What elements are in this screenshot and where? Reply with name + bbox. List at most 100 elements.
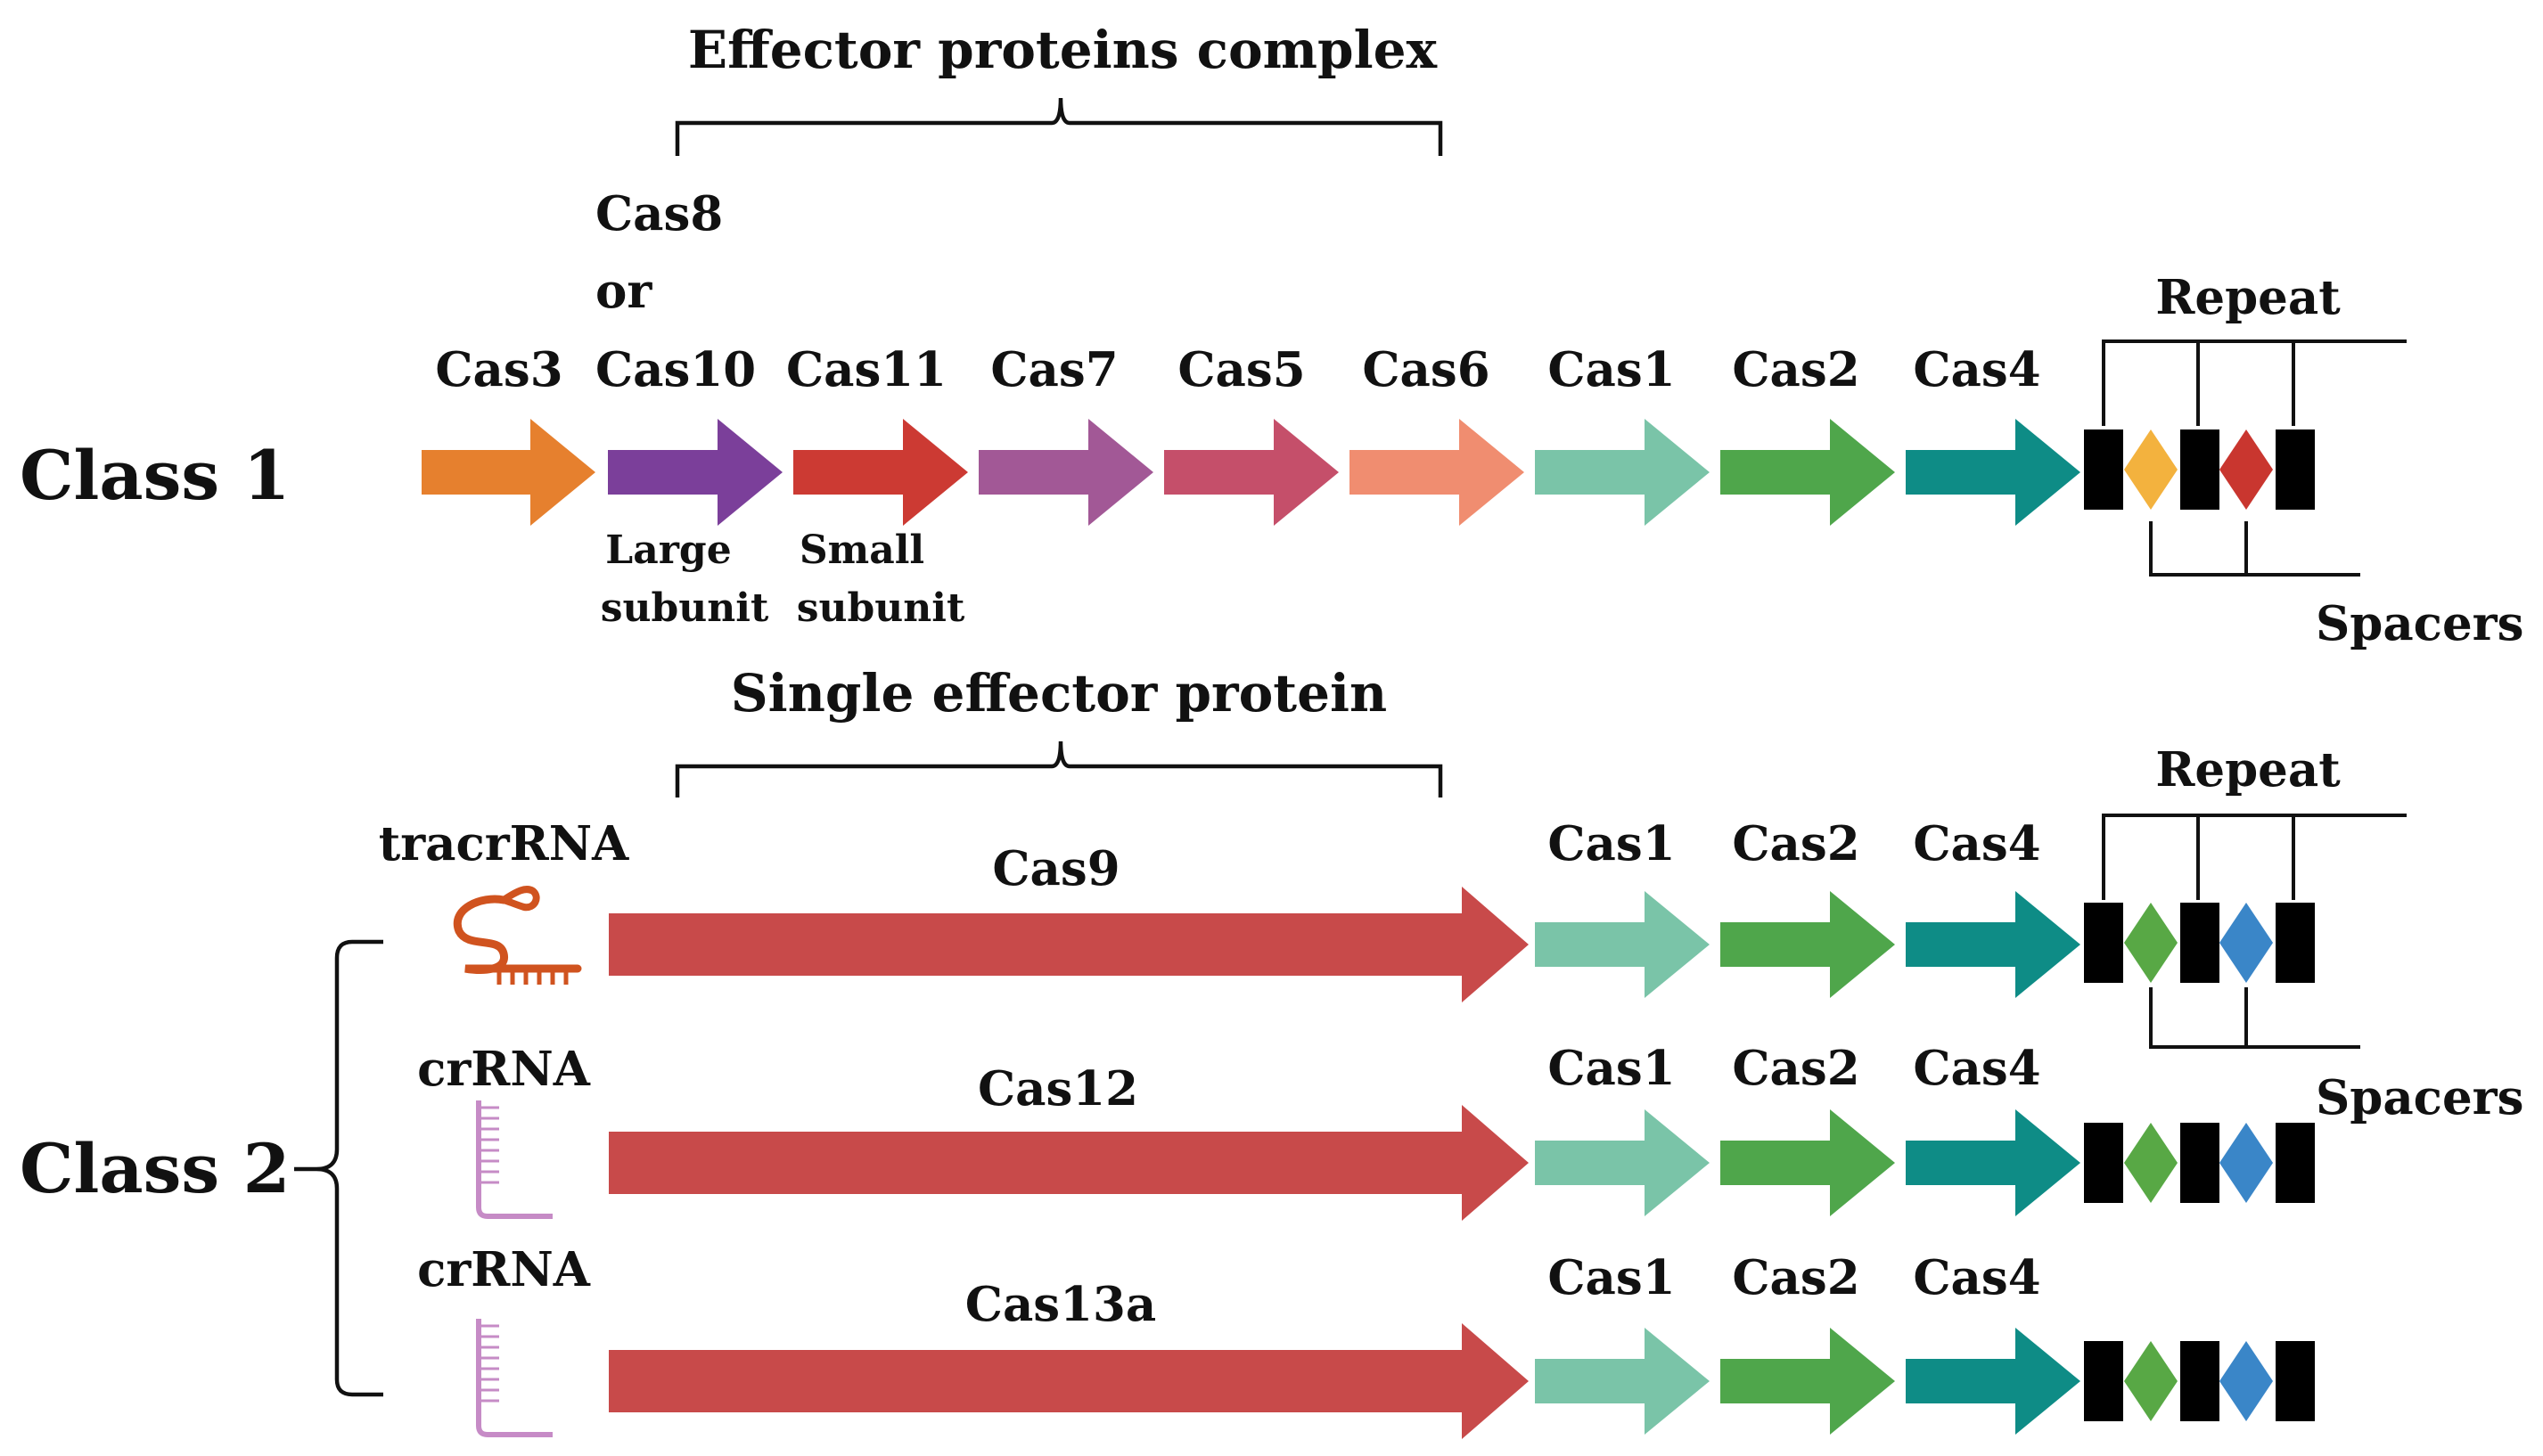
class2-repeat-label: Repeat xyxy=(2155,742,2341,798)
repeat-block xyxy=(2084,1341,2123,1421)
cas1-label: Cas1 xyxy=(1547,1041,1675,1096)
cas9-label: Cas9 xyxy=(992,841,1120,896)
cas4-arrow xyxy=(1906,891,2080,998)
cas2-arrow xyxy=(1720,1109,1895,1216)
cas1-arrow xyxy=(1535,1109,1710,1216)
repeat-block xyxy=(2276,903,2315,983)
class1-crispr-array: Repeat Spacers xyxy=(2084,270,2523,651)
class2-effector-bracket xyxy=(675,740,1443,798)
repeat-block xyxy=(2084,429,2123,510)
cas2-arrow xyxy=(1720,891,1895,998)
repeat-block xyxy=(2180,429,2219,510)
large-subunit-label-line2: subunit xyxy=(601,585,769,631)
cas12-arrow xyxy=(609,1105,1529,1221)
cas1-label: Cas1 xyxy=(1547,816,1675,871)
class1-or-label: or xyxy=(595,264,652,319)
class2-section: Class 2 Single effector protein tracrRNA… xyxy=(20,663,2523,1439)
class1-gene-arrows xyxy=(422,419,2080,526)
class1-cas3-label: Cas3 xyxy=(435,342,562,397)
crrna-label: crRNA xyxy=(417,1042,591,1097)
class1-effector-bracket xyxy=(675,97,1443,156)
class1-spacers-label: Spacers xyxy=(2316,596,2523,651)
repeat-block xyxy=(2180,903,2219,983)
class2-crispr-array-row3 xyxy=(2084,1341,2315,1421)
small-subunit-label-line2: subunit xyxy=(797,585,965,631)
crrna-strand xyxy=(476,1100,553,1219)
tracrrna-label: tracrRNA xyxy=(379,816,629,871)
cas13a-arrow xyxy=(609,1323,1529,1439)
tracrrna-loop xyxy=(501,886,540,912)
spacer-diamond-green xyxy=(2124,1123,2178,1203)
crrna-teeth xyxy=(479,1324,499,1403)
cas4-arrow xyxy=(1906,419,2080,526)
class2-row-cas12: crRNA Cas12 Cas1 Cas2 Cas4 xyxy=(417,1041,2080,1221)
class2-row-cas13a: crRNA Cas13a Cas1 Cas2 Cas4 xyxy=(417,1242,2080,1439)
cas1-arrow xyxy=(1535,1328,1710,1435)
cas8-cas10-arrow xyxy=(608,419,783,526)
class1-label: Class 1 xyxy=(20,436,291,515)
cas2-arrow xyxy=(1720,419,1895,526)
crrna-icon xyxy=(476,1319,553,1437)
cas4-arrow xyxy=(1906,1328,2080,1435)
spacer-diamond-red xyxy=(2219,429,2273,510)
class1-repeat-label: Repeat xyxy=(2155,270,2341,325)
spacer-diamond-green xyxy=(2124,1341,2178,1421)
class2-spacers-label: Spacers xyxy=(2316,1070,2523,1125)
cas13a-label: Cas13a xyxy=(965,1277,1156,1332)
cas4-label: Cas4 xyxy=(1913,816,2040,871)
spacer-diamond-blue xyxy=(2219,1341,2273,1421)
cas11-arrow xyxy=(793,419,968,526)
spacer-diamond-blue xyxy=(2219,903,2273,983)
cas12-label: Cas12 xyxy=(978,1061,1138,1117)
class2-crispr-array-row1: Repeat Spacers xyxy=(2084,742,2523,1125)
cas1-arrow xyxy=(1535,419,1710,526)
crrna-label: crRNA xyxy=(417,1242,591,1297)
repeat-block xyxy=(2276,429,2315,510)
spacer-diamond-green xyxy=(2124,903,2178,983)
cas6-arrow xyxy=(1349,419,1524,526)
class2-row-cas9: tracrRNA Cas9 Cas1 Cas2 Cas4 xyxy=(379,816,2080,1002)
spacer-diamond-blue xyxy=(2219,1123,2273,1203)
class2-crispr-array-row2 xyxy=(2084,1123,2315,1203)
cas2-label: Cas2 xyxy=(1732,816,1859,871)
repeat-block xyxy=(2276,1123,2315,1203)
crrna-teeth xyxy=(479,1106,499,1184)
cas4-arrow xyxy=(1906,1109,2080,1216)
class2-bracket-title: Single effector protein xyxy=(731,663,1387,724)
cas3-arrow xyxy=(422,419,595,526)
class1-cas10-label: Cas10 xyxy=(595,342,756,397)
large-subunit-label-line1: Large xyxy=(605,528,731,573)
cas2-label: Cas2 xyxy=(1732,1041,1859,1096)
cas2-arrow xyxy=(1720,1328,1895,1435)
class2-spacer-lines xyxy=(2149,987,2360,1049)
repeat-block xyxy=(2084,903,2123,983)
class1-spacer-lines xyxy=(2149,521,2360,577)
class1-cas5-label: Cas5 xyxy=(1177,342,1305,397)
class2-left-brace xyxy=(316,939,383,1397)
cas4-label: Cas4 xyxy=(1913,1250,2040,1305)
crrna-strand xyxy=(476,1319,553,1437)
class2-repeat-lines xyxy=(2102,814,2407,900)
class2-label: Class 2 xyxy=(20,1129,291,1208)
class1-cas7-label: Cas7 xyxy=(990,342,1118,397)
repeat-block xyxy=(2276,1341,2315,1421)
class1-cas1-label: Cas1 xyxy=(1547,342,1675,397)
cas9-arrow xyxy=(609,887,1529,1002)
class1-cas11-label: Cas11 xyxy=(786,342,947,397)
tracrrna-icon xyxy=(453,886,582,985)
class1-repeat-lines xyxy=(2102,339,2407,426)
repeat-block xyxy=(2180,1341,2219,1421)
class1-cas2-label: Cas2 xyxy=(1732,342,1859,397)
cas2-label: Cas2 xyxy=(1732,1250,1859,1305)
crrna-icon xyxy=(476,1100,553,1219)
small-subunit-label-line1: Small xyxy=(800,528,924,573)
cas4-label: Cas4 xyxy=(1913,1041,2040,1096)
repeat-block xyxy=(2180,1123,2219,1203)
class1-section: Class 1 Effector proteins complex Cas3 C… xyxy=(20,20,2523,651)
class1-cas8-label: Cas8 xyxy=(595,186,723,241)
cas1-label: Cas1 xyxy=(1547,1250,1675,1305)
class1-cas4-label: Cas4 xyxy=(1913,342,2040,397)
cas7-arrow xyxy=(979,419,1153,526)
tracrrna-strand xyxy=(453,895,582,974)
